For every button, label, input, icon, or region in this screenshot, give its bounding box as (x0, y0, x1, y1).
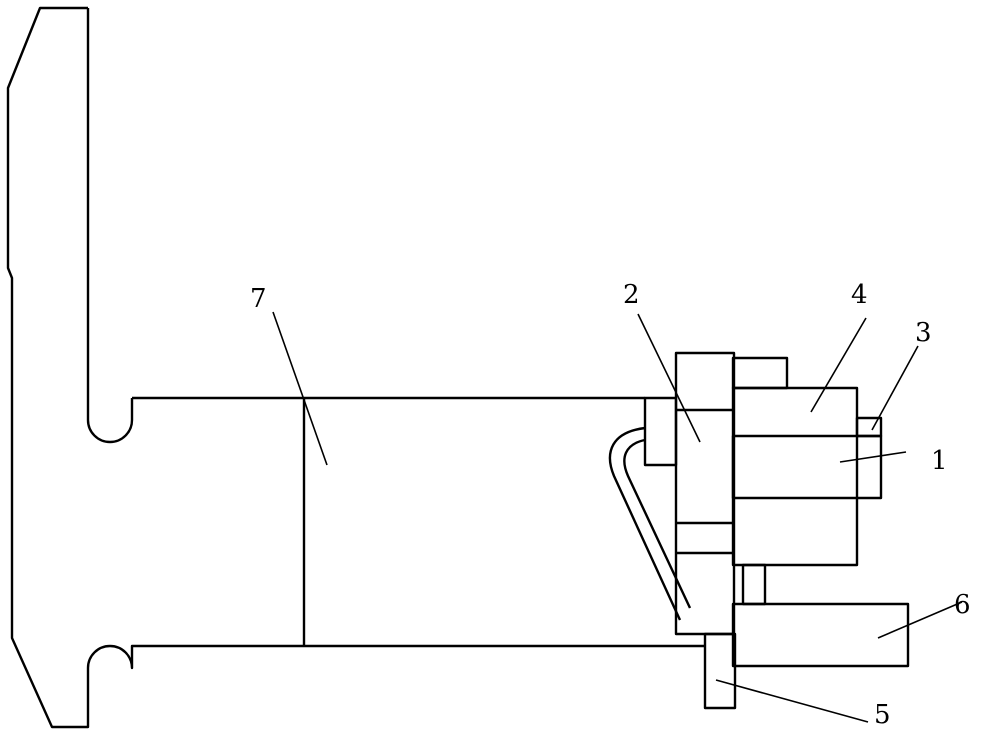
connector-post (743, 565, 765, 604)
leader-2 (638, 314, 700, 442)
leader-7 (273, 312, 327, 465)
top-block (733, 358, 787, 388)
part-2-plate (676, 353, 734, 634)
label-1: 1 (931, 448, 948, 474)
leader-5 (716, 680, 868, 722)
leader-1 (840, 452, 906, 462)
part-5-pin (705, 634, 735, 708)
leader-3 (872, 346, 918, 430)
label-3: 3 (915, 320, 932, 346)
label-5: 5 (874, 702, 891, 728)
part-6-block (733, 604, 908, 666)
label-7: 7 (250, 286, 267, 312)
part-1-shaft (733, 436, 881, 498)
label-6: 6 (954, 592, 971, 618)
leader-6 (878, 602, 962, 638)
part-4-block (733, 388, 857, 565)
body-outline (8, 8, 705, 727)
left-clamp-block (645, 398, 676, 465)
label-2: 2 (623, 282, 640, 308)
label-4: 4 (851, 282, 868, 308)
